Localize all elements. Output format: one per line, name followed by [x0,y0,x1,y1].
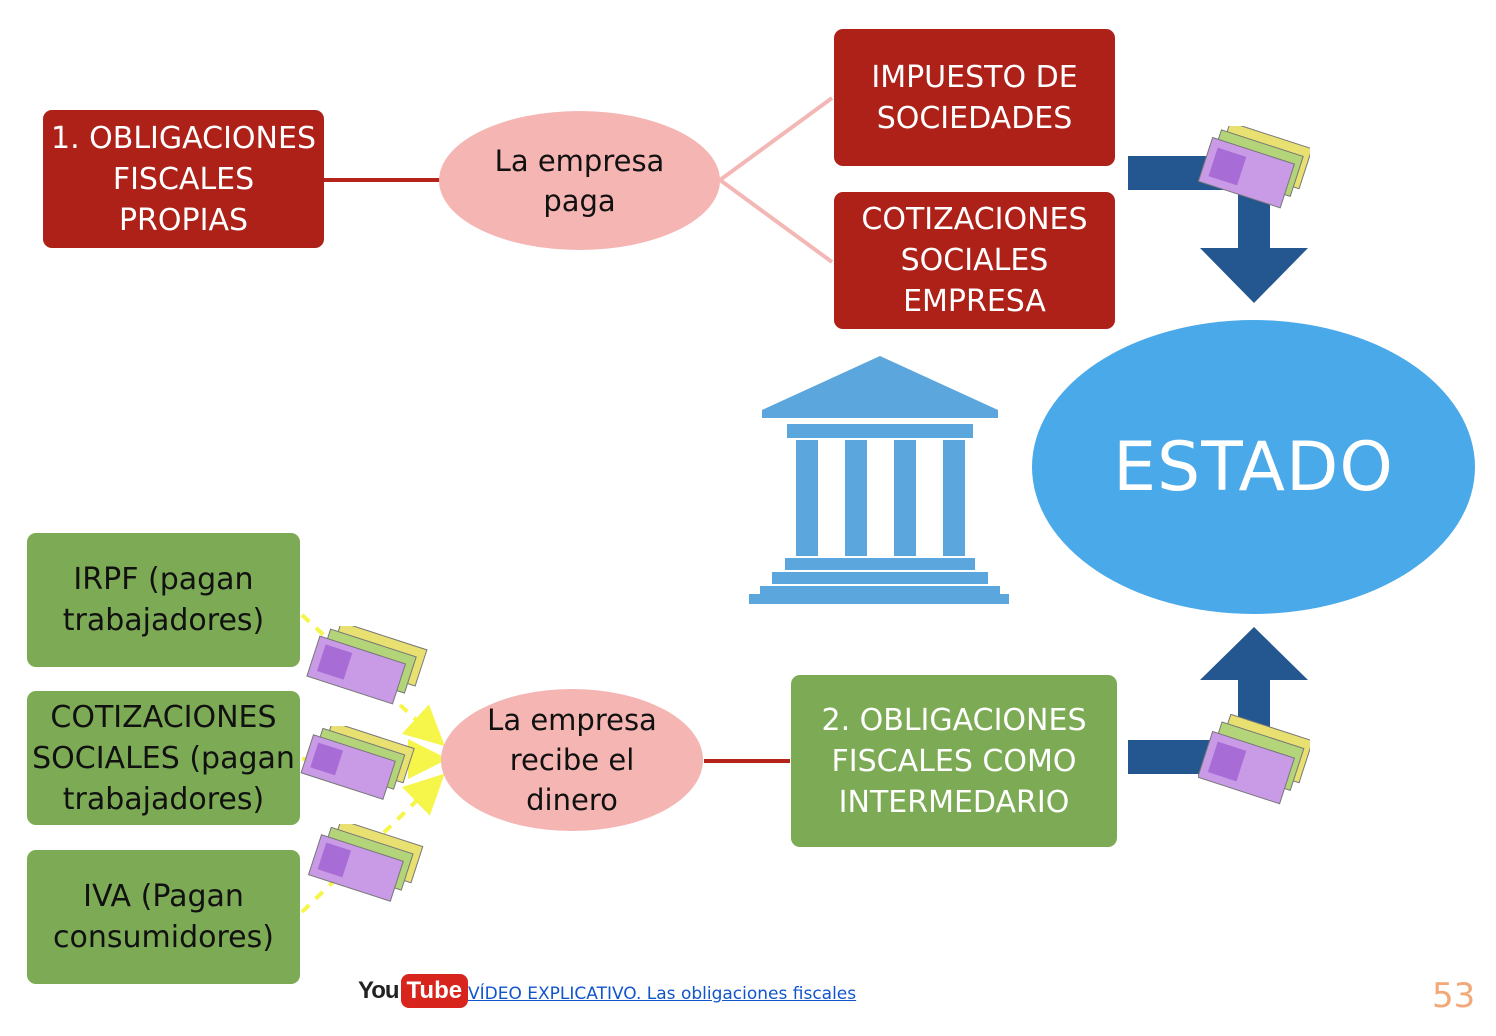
iva-box: IVA (Pagan consumidores) [27,850,300,984]
euro-banknotes-icon [306,626,428,705]
connector-top-lower [718,178,834,264]
estado-ellipse: ESTADO [1032,320,1475,614]
video-explicativo-link[interactable]: VÍDEO EXPLICATIVO. Las obligaciones fisc… [468,984,857,1004]
youtube-logo-tube: Tube [400,974,469,1008]
irpf-box: IRPF (pagan trabajadores) [27,533,300,667]
government-building-icon [749,356,1009,604]
connector-top-upper [718,96,834,182]
euro-banknotes-icon [308,824,424,902]
euro-banknotes-icon [1198,126,1310,209]
empresa-paga-ellipse: La empresa paga [439,111,720,250]
cotizaciones-empresa-box: COTIZACIONES SOCIALES EMPRESA [834,192,1115,329]
euro-banknotes-icon [1198,714,1310,805]
yellow-arrow-iva [300,773,445,914]
obligaciones-propias-box: 1. OBLIGACIONES FISCALES PROPIAS [43,110,324,248]
cotizaciones-trabajadores-box: COTIZACIONES SOCIALES (pagan trabajadore… [27,691,300,825]
youtube-logo-you: You [358,977,400,1004]
slide-number: 53 [1432,976,1476,1016]
euro-banknotes-icon [300,726,415,800]
youtube-logo[interactable]: You Tube [358,974,469,1008]
obligaciones-intermediario-box: 2. OBLIGACIONES FISCALES COMO INTERMEDAR… [791,675,1117,847]
impuesto-sociedades-box: IMPUESTO DE SOCIEDADES [834,29,1115,166]
empresa-recibe-ellipse: La empresa recibe el dinero [441,689,703,831]
